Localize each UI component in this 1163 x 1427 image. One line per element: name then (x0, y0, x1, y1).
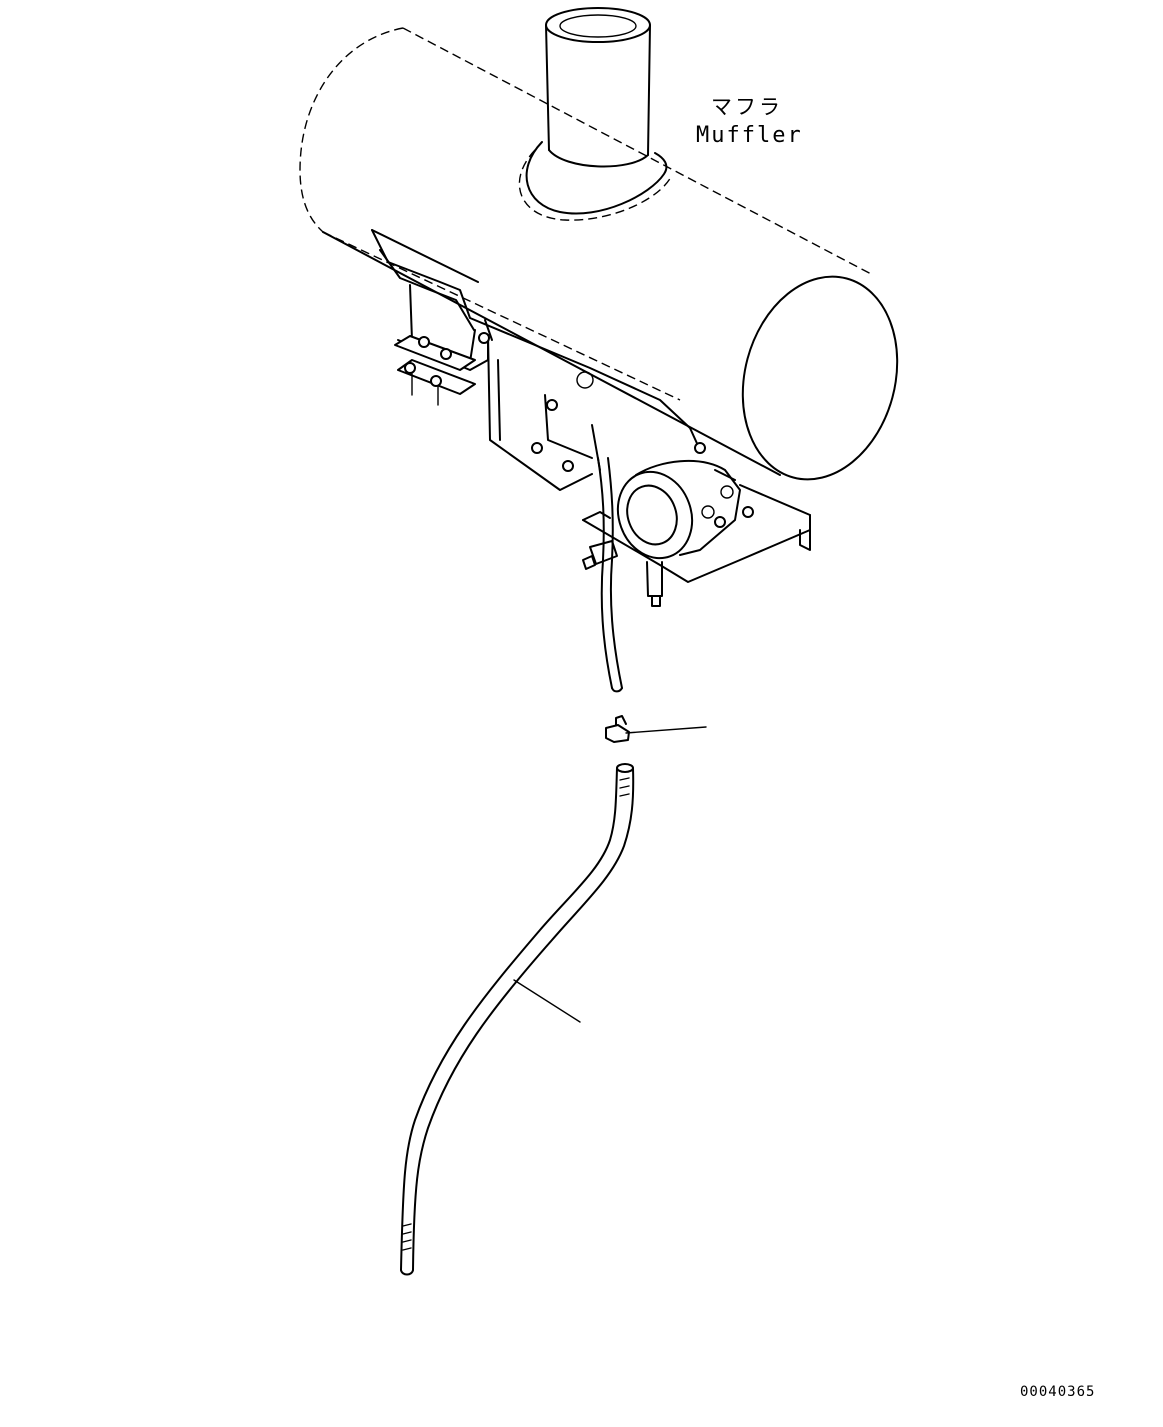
mounting-bracket (371, 229, 811, 583)
hose (400, 763, 635, 1276)
upper-tube (597, 457, 623, 693)
muffler (299, 7, 899, 481)
drawing-number: 00040365 (1020, 1384, 1095, 1400)
muffler-label-jp: マフラ (711, 95, 783, 119)
hose-clamp (605, 715, 707, 743)
muffler-label: Muffler (696, 123, 803, 148)
sensor-housing (582, 459, 741, 607)
